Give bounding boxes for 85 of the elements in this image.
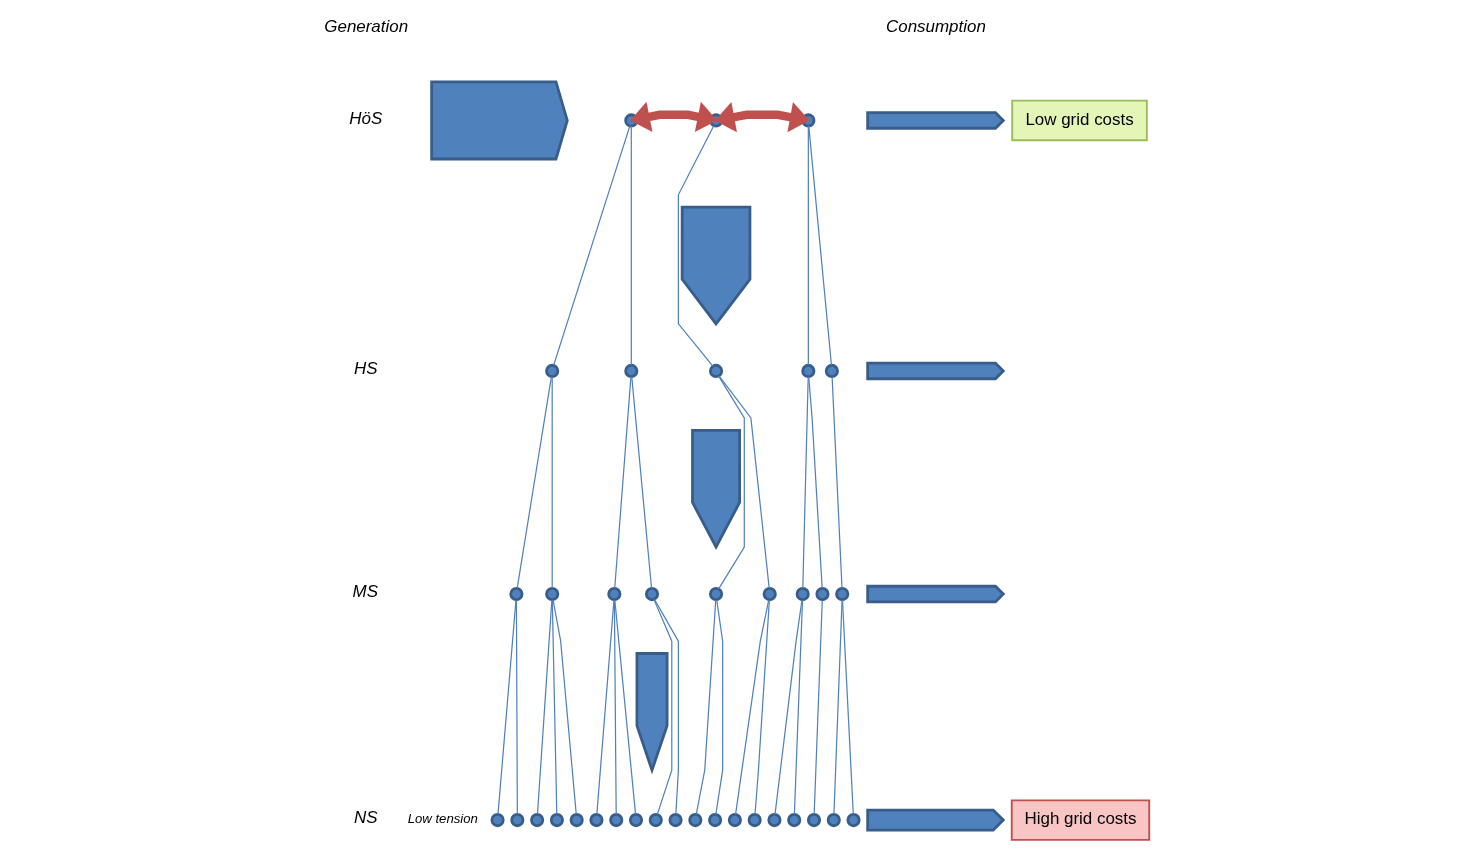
node-circle: [545, 363, 560, 378]
connector: [802, 376, 809, 589]
node-circle: [762, 587, 777, 602]
connector: [596, 599, 615, 815]
connector: [653, 599, 673, 816]
node-circle: [509, 587, 524, 602]
node-circle: [624, 363, 639, 378]
connector: [631, 376, 653, 589]
node-arrow: [866, 111, 1006, 130]
node-circle: [747, 813, 762, 828]
node-circle: [806, 813, 822, 828]
connector: [808, 125, 833, 366]
connector: [536, 599, 553, 815]
node-circle: [846, 813, 861, 828]
connector: [552, 599, 577, 815]
node-circle: [589, 813, 604, 828]
connector: [653, 598, 679, 815]
node-circle: [510, 813, 525, 828]
label: HöS: [349, 108, 383, 128]
node-circle: [815, 587, 830, 602]
node-circle: [795, 587, 810, 602]
node-arrow: [866, 584, 1006, 604]
connector: [793, 599, 804, 815]
label: Low tension: [407, 810, 478, 826]
connector: [718, 375, 745, 590]
node-circle: [727, 813, 742, 828]
connector: [630, 125, 632, 366]
node-circle: [607, 587, 622, 602]
connector: [614, 599, 637, 815]
connector: [754, 599, 770, 815]
connector: [841, 599, 854, 815]
node-box: Low grid costs: [1011, 99, 1148, 142]
node-circle: [668, 813, 683, 828]
connector: [833, 599, 843, 815]
node-circle: [609, 813, 624, 828]
node-box: High grid costs: [1010, 799, 1151, 841]
connector: [614, 376, 632, 589]
node-circle: [824, 363, 839, 378]
node-circle: [549, 813, 564, 828]
node-circle: [787, 813, 802, 828]
connector: [831, 376, 843, 589]
connector: [516, 376, 552, 589]
connector: [715, 599, 724, 815]
node-circle: [545, 587, 560, 602]
connector: [813, 599, 823, 815]
node-circle: [767, 813, 782, 828]
node-circle: [530, 813, 545, 828]
label: Consumption: [886, 17, 986, 37]
node-circle: [709, 363, 724, 378]
connector: [515, 599, 518, 815]
connector: [734, 599, 770, 815]
connector: [553, 125, 631, 366]
node-circle: [835, 587, 850, 602]
node-circle: [624, 113, 639, 128]
connector: [497, 599, 517, 815]
node-circle: [688, 813, 703, 828]
label: HS: [353, 359, 378, 379]
label: NS: [353, 808, 378, 828]
node-circle: [644, 587, 660, 602]
node-circle: [826, 813, 841, 828]
node-arrow: [866, 361, 1006, 381]
node-circle: [628, 813, 644, 828]
node-arrow: [635, 652, 669, 775]
connector: [677, 125, 715, 367]
connector: [695, 599, 717, 815]
node-arrow: [691, 428, 741, 551]
node-circle: [801, 113, 816, 128]
node-circle: [569, 813, 584, 828]
connector: [551, 599, 558, 815]
node-arrow: [680, 205, 752, 327]
node-circle: [648, 813, 663, 828]
label: Generation: [324, 17, 409, 37]
arrow: [630, 101, 718, 132]
connector: [718, 375, 770, 589]
node-circle: [709, 587, 724, 602]
arrow: [714, 101, 810, 133]
label: MS: [352, 582, 378, 602]
connector: [774, 599, 803, 815]
node-circle: [490, 813, 505, 828]
node-circle: [708, 813, 723, 828]
node-arrow: [430, 80, 569, 161]
connector: [551, 376, 553, 589]
connector: [808, 376, 823, 589]
node-circle: [801, 363, 816, 378]
node-arrow: [866, 808, 1006, 832]
